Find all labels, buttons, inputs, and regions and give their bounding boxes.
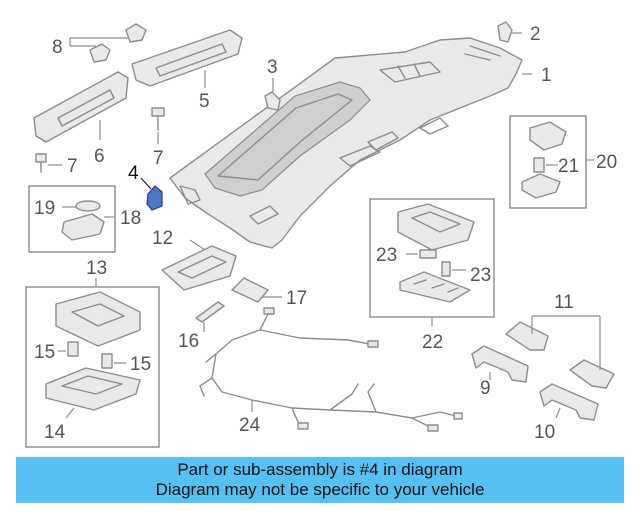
- group-box-20: [509, 115, 587, 209]
- visor-holder-part-8: [89, 23, 147, 63]
- sun-visor-part-5: [131, 29, 243, 87]
- callout-21: 21: [558, 156, 579, 177]
- bulb-part-21: [533, 157, 545, 173]
- callout-12: 12: [152, 228, 173, 249]
- callout-2: 2: [530, 24, 541, 45]
- callout-13: 13: [86, 258, 107, 279]
- wiring-harness-part-24: [199, 307, 463, 432]
- grab-handle-part-9: [471, 345, 529, 383]
- callout-3: 3: [267, 57, 278, 78]
- callout-17: 17: [286, 288, 307, 309]
- banner-line-2: Diagram may not be specific to your vehi…: [155, 480, 485, 499]
- callout-16: 16: [178, 331, 199, 352]
- screw-part-7-b: [35, 153, 47, 173]
- callout-15-a: 15: [34, 342, 55, 363]
- lens-part-17: [231, 277, 269, 303]
- switch-part-20: [521, 121, 567, 199]
- parts-diagram: 1 2 3 4 5 6 7 7 8: [25, 21, 617, 448]
- clip-part-2: [497, 21, 513, 43]
- callout-6: 6: [94, 146, 105, 167]
- banner-line-1: Part or sub-assembly is #4 in diagram: [177, 460, 463, 479]
- callout-9: 9: [480, 378, 491, 399]
- bulb-part-23-a: [419, 249, 437, 259]
- callout-14: 14: [44, 422, 66, 443]
- callout-24: 24: [239, 415, 261, 436]
- callout-23-a: 23: [376, 245, 397, 266]
- bulb-part-23-b: [441, 261, 451, 277]
- callout-19: 19: [34, 198, 55, 219]
- callout-22: 22: [422, 332, 443, 353]
- callout-11: 11: [554, 292, 574, 313]
- lamp-housing-part-12: [161, 245, 237, 291]
- lens-part-19: [75, 200, 101, 212]
- info-banner: Part or sub-assembly is #4 in diagram Di…: [16, 457, 624, 503]
- group-box-18: [28, 185, 116, 253]
- strip-part-16: [195, 301, 225, 323]
- screw-part-7-a: [151, 107, 165, 131]
- lamp-part-18: [61, 213, 105, 241]
- grab-handle-part-10: [539, 383, 599, 421]
- callout-10: 10: [534, 422, 555, 443]
- headliner-part-1: [169, 37, 523, 249]
- callout-7-a: 7: [153, 148, 164, 169]
- map-lamp-part-22: [397, 203, 475, 303]
- bulb-part-15-b: [101, 353, 113, 369]
- callout-1: 1: [541, 65, 552, 86]
- console-base-part-14: [45, 367, 141, 411]
- callout-23-b: 23: [470, 265, 491, 286]
- clip-part-4-highlighted: [146, 185, 163, 211]
- callout-4: 4: [128, 163, 139, 184]
- group-box-13: [25, 286, 160, 448]
- callout-20: 20: [596, 152, 617, 173]
- callout-7-b: 7: [67, 156, 78, 177]
- sun-visor-part-6: [33, 71, 129, 143]
- callout-5: 5: [199, 91, 210, 112]
- bracket-part-3: [264, 91, 281, 111]
- bulb-part-15-a: [67, 341, 79, 357]
- callout-15-b: 15: [130, 354, 151, 375]
- bracket-part-11: [505, 321, 615, 389]
- callout-8: 8: [52, 37, 63, 58]
- console-part-13: [55, 291, 141, 347]
- callout-18: 18: [120, 208, 141, 229]
